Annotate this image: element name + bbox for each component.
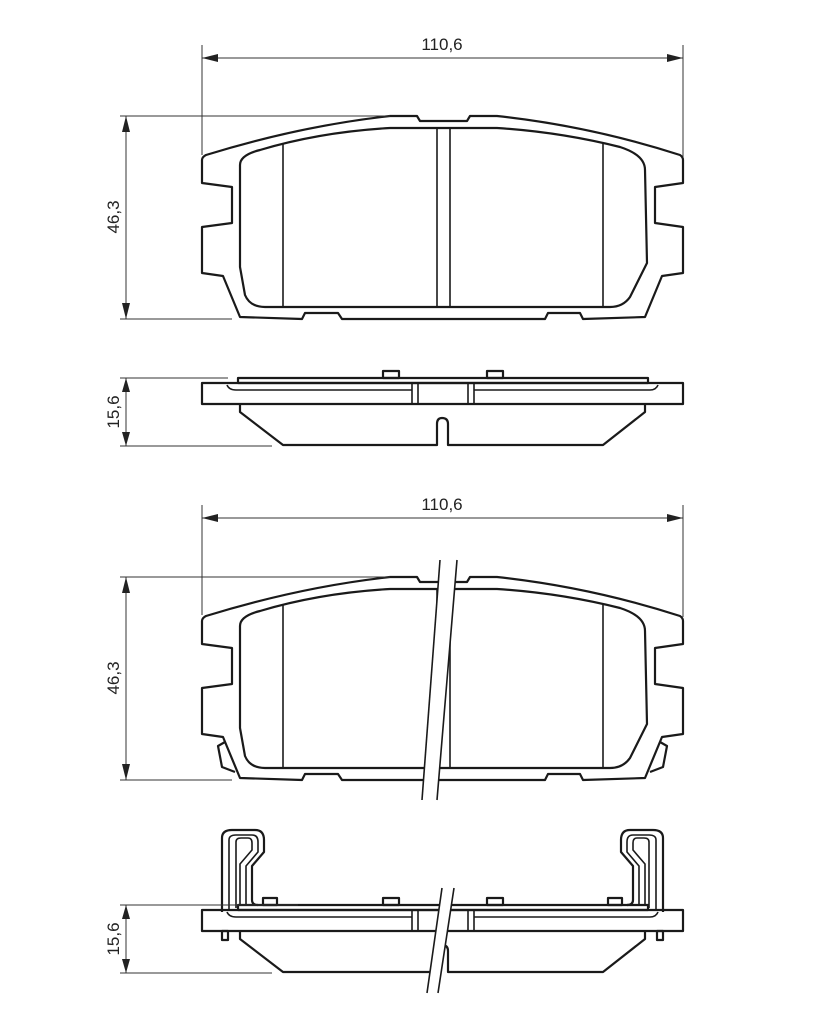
thickness-dimension-top: 15,6 [104,377,272,447]
spring-clips [220,828,665,942]
width-label: 110,6 [421,35,462,54]
thickness-label: 15,6 [104,922,123,955]
bottom-view-pad [200,575,685,782]
height-dimension-bottom: 46,3 [104,576,390,781]
thickness-dimension-bottom: 15,6 [104,904,298,974]
width-label: 110,6 [421,495,462,514]
break-lines-side [426,887,455,994]
side-view-pad [200,369,685,447]
width-dimension-bottom: 110,6 [201,495,684,617]
width-dimension-top: 110,6 [201,35,684,157]
break-lines-face [421,559,458,801]
thickness-label: 15,6 [104,395,123,428]
height-label: 46,3 [104,661,123,694]
top-view-pad [200,114,685,321]
height-dimension-top: 46,3 [104,115,390,320]
height-label: 46,3 [104,200,123,233]
